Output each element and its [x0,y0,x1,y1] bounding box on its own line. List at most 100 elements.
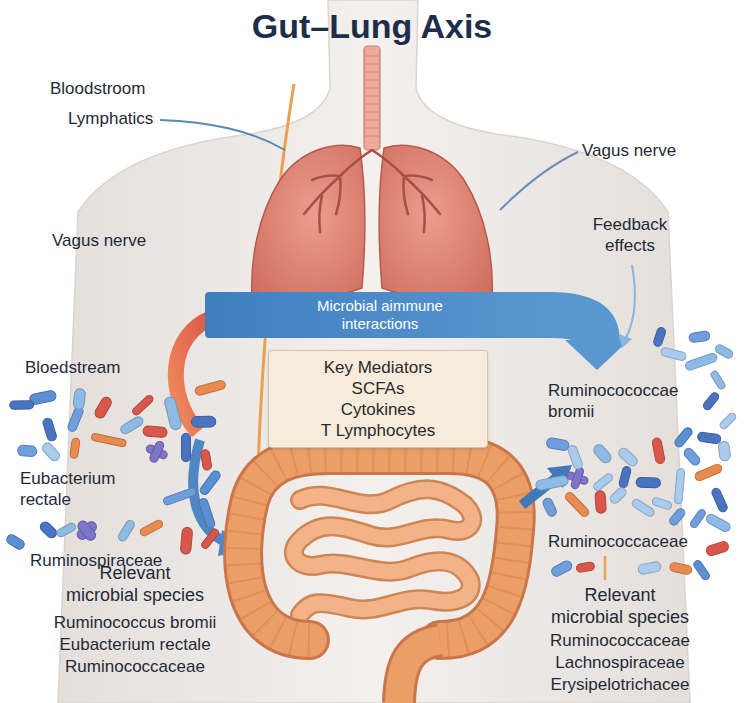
bacterium-body [119,415,145,435]
annotation-label: Ruminocococcae bromii [548,380,688,422]
annotation-label: Feedback effects [575,214,685,256]
bacterium-body [714,343,734,360]
bacterium [608,486,628,505]
bacterium [198,469,221,496]
species-list-text: Relevant microbial species [547,584,693,628]
bacterium-body [93,395,113,419]
bacterium [711,487,729,513]
bacterium-body [17,445,37,457]
bacterium [119,415,145,435]
bacterium-body [668,507,687,527]
bacterium-body [689,508,707,529]
annotation-label: Bloodstroom [50,78,145,99]
bacterium-body [131,394,154,417]
vagus-nerve-line [500,152,578,210]
bacterium [684,352,718,371]
bacterium [164,396,183,431]
bacterium-body [180,527,193,554]
bacterium-body [705,513,732,534]
rectum [399,640,440,703]
gut [243,455,516,703]
bacterium-body [660,347,687,362]
bacterium-body [636,477,661,488]
bacterium-body [567,444,584,470]
trachea [364,46,380,150]
bacterium-body [711,487,729,513]
bacterium [142,437,171,466]
bacterium [17,445,37,457]
bacterium-body [91,433,127,447]
bacterium-body [673,426,694,449]
bacterium-body [608,486,628,505]
bacterium-body [674,468,685,504]
bacterium-body [162,487,197,506]
bacterium-body [56,522,77,538]
bacterium [702,391,720,411]
bacterium-body [719,412,738,430]
bacterium-body [70,438,81,459]
bacterium-body [73,388,86,410]
annotation-label: Ruminococcaceae [548,531,688,552]
leader-line [604,556,607,580]
bacterium [668,507,687,527]
bacterium [692,559,711,581]
bacterium [694,463,723,482]
bacterium-body [164,396,183,431]
bacterium [131,394,154,417]
bacterium [56,522,77,538]
bacterium [592,443,613,465]
bacterium-body [542,497,558,518]
rectum-outline [399,640,440,703]
bacterium-body [564,491,591,518]
bacterium [42,417,58,442]
bacterium-body [652,437,666,464]
bacterium-body [139,519,164,537]
bacterium [567,444,584,470]
bacterium [705,540,730,557]
bacterium [595,490,607,513]
bacterium [653,327,667,348]
bacterium-body [149,440,165,463]
bacterium [38,520,58,540]
bacterium-body [697,432,721,444]
bacterium-body [42,417,58,442]
feedback-arrowhead [619,334,632,348]
gut-inflow-arrow [193,440,228,543]
small-intestine [294,489,472,615]
bacterium [191,416,215,427]
bacterium [652,437,666,464]
feedback-arrow [626,265,635,338]
bacterium [200,449,212,471]
bacterium [182,433,191,461]
bronchi [304,150,372,232]
lung-left [252,145,372,300]
bacterium-body [5,533,26,551]
annotation-label: Eubacterium rectale [20,468,145,510]
small-intestine-outline [294,489,472,615]
bacterium-body [535,475,569,491]
bacterium [673,426,694,449]
bacterium [631,498,656,518]
mediator-item: SCFAs [352,378,405,399]
bacterium [592,472,614,492]
bacterium [40,441,61,463]
bacterium [194,380,226,396]
bacterium [674,468,685,504]
lymphatics-line [160,120,285,150]
band-text: Microbial aimmune interactions [285,297,475,333]
large-intestine-outline [243,455,516,640]
bacterium [636,477,661,488]
bacterium-body [694,463,723,482]
bacterium [705,513,732,534]
bacterium [67,405,85,432]
bacterium [71,515,102,546]
bacterium-body [653,327,667,348]
species-list-text: Erysipelotrichacee [551,674,690,695]
band-continuation [550,315,597,342]
bacterium-body [194,380,226,396]
bacterium [5,533,26,551]
bacterium-body [705,540,730,557]
mediator-box: Key MediatorsSCFAsCytokinesT Lymphocytes [268,350,488,448]
bacterium [73,388,86,410]
annotation-label: Lymphatics [68,108,153,129]
